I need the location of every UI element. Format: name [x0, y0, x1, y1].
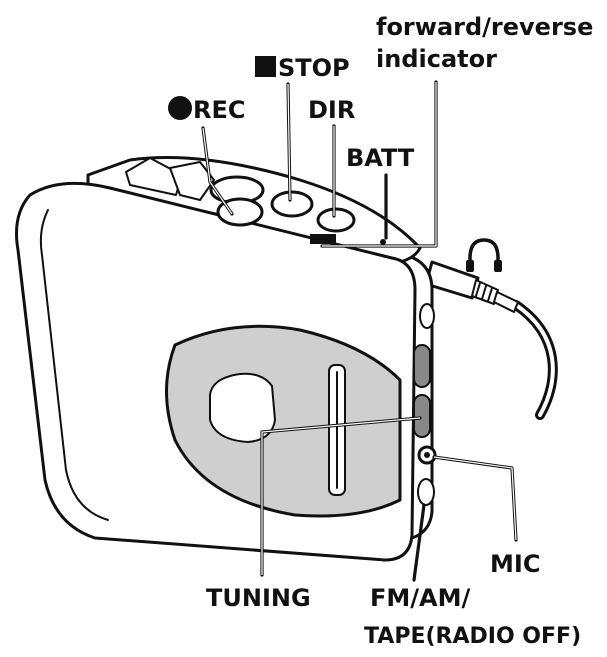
- headphones-icon: [466, 238, 502, 272]
- label-stop: STOP: [278, 54, 350, 82]
- leader-stop-inner: [287, 83, 291, 201]
- label-mic: MIC: [490, 550, 540, 578]
- label-batt: BATT: [346, 144, 415, 172]
- leader-mic: [432, 455, 518, 542]
- label-band-line1: FM/AM/: [370, 584, 471, 612]
- leader-lines: [201, 80, 518, 582]
- stop-square-icon: [255, 56, 276, 77]
- leader-forward-reverse-inner: [322, 82, 437, 247]
- label-forward-reverse-line2: indicator: [376, 45, 497, 73]
- headphone-cable: [511, 300, 558, 420]
- cassette-window: [165, 324, 402, 518]
- top-buttons: [125, 157, 386, 245]
- label-band-line2: TAPE(RADIO OFF): [364, 624, 581, 649]
- label-dir: DIR: [308, 96, 355, 124]
- leader-mic-inner: [433, 456, 517, 541]
- record-dot-icon: [168, 96, 192, 120]
- label-forward-reverse-line1: forward/reverse: [376, 13, 593, 41]
- leader-band: [412, 503, 426, 582]
- leader-rec-inner: [202, 127, 233, 215]
- label-tuning: TUNING: [206, 584, 311, 612]
- label-rec: REC: [193, 96, 246, 124]
- leader-tuning-inner: [261, 417, 421, 575]
- side-controls: [413, 303, 437, 506]
